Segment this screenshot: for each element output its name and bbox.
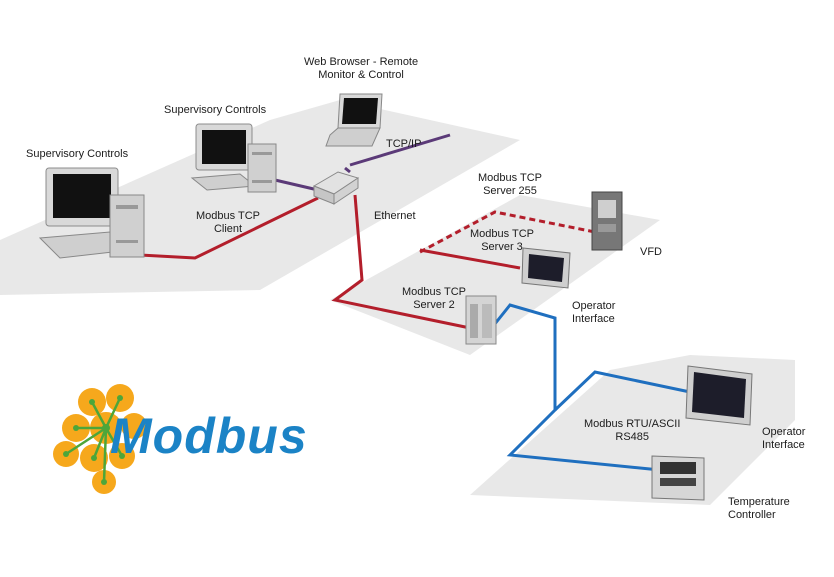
tcpip-link-mid — [274, 178, 319, 192]
serial-link — [488, 303, 661, 472]
label-server2-line2: Server 2 — [413, 299, 455, 311]
label-server3-line1: Modbus TCP — [470, 228, 534, 240]
label-operator2-line2: Interface — [762, 439, 805, 451]
modbus-logo-text: Modbus — [110, 408, 308, 464]
label-client-line1: Modbus TCP — [196, 210, 260, 222]
label-ethernet: Ethernet — [374, 210, 416, 222]
ethernet-server255-link — [419, 210, 596, 254]
operator-interface-2 — [685, 365, 753, 426]
tcpip-link — [349, 133, 451, 167]
label-rtu-line2: RS485 — [615, 431, 650, 443]
label-server3-line2: Server 3 — [481, 241, 523, 253]
plc-server-2 — [465, 295, 497, 345]
ethernet-server3-link — [419, 248, 521, 270]
label-rtu-ascii: Modbus RTU/ASCII RS485 — [584, 418, 680, 444]
label-operator1-line2: Interface — [572, 313, 615, 325]
label-server-3: Modbus TCP Server 3 — [470, 228, 534, 254]
label-server255-line1: Modbus TCP — [478, 172, 542, 184]
label-web-browser-line1: Web Browser - Remote — [304, 56, 419, 68]
label-operator-interface-1: Operator Interface — [572, 300, 615, 326]
label-server-255: Modbus TCP Server 255 — [478, 172, 542, 198]
label-web-browser-line2: Monitor & Control — [318, 69, 404, 81]
ethernet-switch — [312, 171, 360, 205]
label-temperature-controller: Temperature Controller — [728, 496, 790, 522]
vfd-device — [591, 191, 623, 251]
label-supervisory-left: Supervisory Controls — [26, 148, 129, 160]
label-supervisory-mid: Supervisory Controls — [164, 104, 267, 116]
label-operator2-line1: Operator — [762, 426, 806, 438]
label-rtu-line1: Modbus RTU/ASCII — [584, 418, 681, 430]
workstation-left — [38, 167, 145, 259]
label-server255-line2: Server 255 — [483, 185, 537, 197]
operator-interface-1 — [521, 247, 571, 289]
tcpip-link-down — [344, 166, 351, 174]
temperature-controller — [651, 455, 705, 501]
label-temp-line2: Controller — [728, 509, 776, 521]
label-server-2: Modbus TCP Server 2 — [402, 286, 466, 312]
ethernet-trunk — [331, 194, 471, 330]
laptop — [325, 93, 383, 147]
label-vfd: VFD — [640, 246, 662, 258]
ethernet-client-link — [139, 196, 319, 260]
serial-operator-link — [553, 370, 691, 412]
label-operator1-line1: Operator — [572, 300, 616, 312]
label-operator-interface-2: Operator Interface — [762, 426, 805, 452]
label-modbus-tcp-client: Modbus TCP Client — [196, 210, 260, 236]
label-web-browser: Web Browser - Remote Monitor & Control — [304, 56, 418, 82]
modbus-logo-mark — [53, 384, 147, 494]
workstation-mid — [190, 123, 277, 193]
label-client-line2: Client — [213, 223, 243, 235]
label-tcpip: TCP/IP — [386, 138, 422, 150]
label-temp-line1: Temperature — [728, 496, 790, 508]
label-server2-line1: Modbus TCP — [402, 286, 466, 298]
